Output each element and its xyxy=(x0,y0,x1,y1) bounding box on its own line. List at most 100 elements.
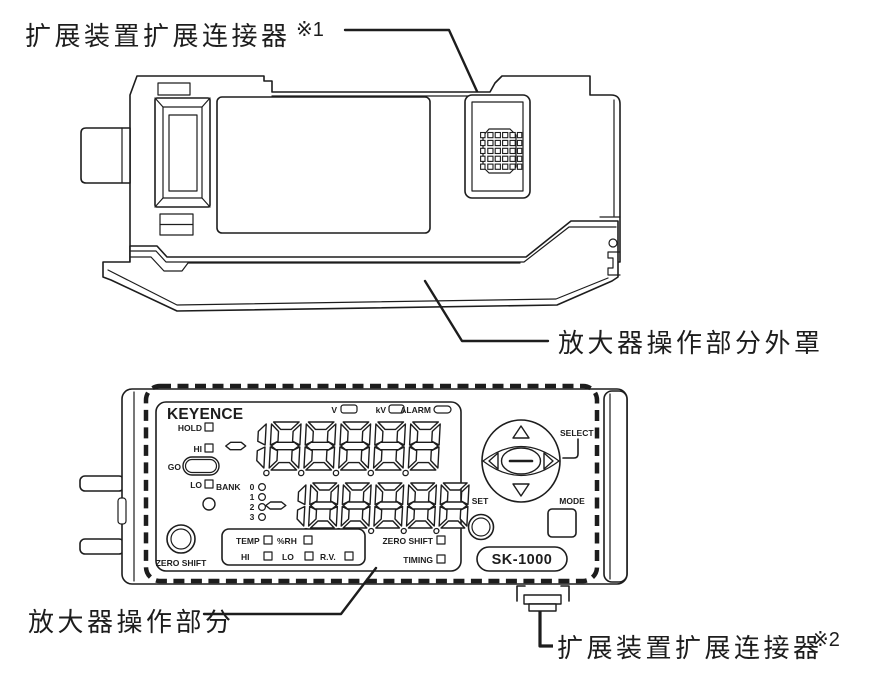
mode-label: MODE xyxy=(559,496,585,506)
env-hi-indicator-box xyxy=(263,551,273,561)
connector-pin xyxy=(480,131,486,139)
bank-3: 3 xyxy=(250,512,255,522)
unit-indicators: V kV ALARM xyxy=(331,404,452,415)
bank-1: 1 xyxy=(250,492,255,502)
connector-pin-grid xyxy=(480,131,523,170)
alarm-indicator-box xyxy=(433,405,452,414)
connector-pin xyxy=(480,147,486,155)
select-pointer-line xyxy=(562,438,579,459)
connector-tab-outer xyxy=(523,594,562,605)
label-expansion-connector-2-ref: ※2 xyxy=(812,629,840,651)
display-segment xyxy=(296,505,306,527)
leader-line-cover xyxy=(423,279,550,343)
timing-ind-label: TIMING xyxy=(403,555,433,565)
panel-screw xyxy=(202,497,216,511)
display-segment xyxy=(291,423,302,446)
hold-indicator-box xyxy=(204,422,214,432)
connector-pin xyxy=(487,139,494,147)
operation-cover xyxy=(102,220,619,312)
bank-2-lamp xyxy=(258,503,267,512)
go-indicator-inner xyxy=(184,458,218,474)
temp-indicator-box xyxy=(263,535,273,545)
display-segment xyxy=(269,423,280,446)
left-slot-inner xyxy=(168,114,198,192)
connector-pin xyxy=(480,155,486,162)
connector-pin xyxy=(502,147,509,155)
connector-pin xyxy=(509,155,516,162)
display-segment xyxy=(442,482,468,491)
connector-pin xyxy=(494,139,501,147)
connector-pin xyxy=(516,139,523,147)
cover-screw-hole xyxy=(608,238,618,248)
connector-pin xyxy=(494,163,501,170)
display-segment xyxy=(256,446,266,469)
decimal-point xyxy=(367,469,375,477)
display-segment xyxy=(297,484,307,506)
connector-pin xyxy=(480,163,486,170)
cover-foot-inner xyxy=(107,269,609,306)
display-segment xyxy=(339,461,367,471)
timing-indicator-box xyxy=(436,554,446,564)
display-segment xyxy=(342,421,370,431)
set-button-inner xyxy=(471,517,491,537)
env-hi-label: HI xyxy=(241,552,250,562)
display-segment xyxy=(409,461,437,471)
connector-pin xyxy=(509,131,516,139)
display-segment xyxy=(412,421,440,431)
zero-shift-ind-label: ZERO SHIFT xyxy=(382,536,433,546)
hold-label: HOLD xyxy=(178,423,202,433)
display-segment xyxy=(257,423,267,446)
arrow-left-icon xyxy=(488,452,499,470)
connector-pin xyxy=(502,163,509,170)
v-indicator-box xyxy=(340,404,358,414)
decimal-point xyxy=(433,527,440,535)
side-knob xyxy=(80,127,131,184)
display-segment xyxy=(270,441,300,451)
display-segment xyxy=(341,484,351,506)
decimal-point xyxy=(400,527,407,535)
display-segment xyxy=(408,423,419,446)
connector-pin xyxy=(480,139,486,147)
display-segment xyxy=(362,484,372,506)
connector-pin xyxy=(502,155,509,162)
display-segment xyxy=(431,423,441,446)
label-expansion-connector-2: 扩展装置扩展连接器 xyxy=(557,633,823,663)
decimal-point xyxy=(332,469,340,477)
expansion-connector-bottom xyxy=(516,585,570,612)
display-segment xyxy=(439,484,449,506)
display-segment xyxy=(377,421,405,431)
mount-pin-lower xyxy=(79,538,125,555)
display-segment xyxy=(375,441,404,451)
display-segment xyxy=(270,461,298,471)
center-recess xyxy=(216,96,431,234)
display-segment xyxy=(395,484,405,506)
bank-1-lamp xyxy=(258,493,267,502)
display-segment xyxy=(374,423,384,446)
rv-indicator-box xyxy=(344,551,354,561)
display-segment xyxy=(342,520,368,529)
display-segment xyxy=(361,423,372,446)
display-segment xyxy=(375,501,403,510)
top-device xyxy=(80,75,621,312)
connector-bracket-right xyxy=(560,585,570,602)
display-segment xyxy=(375,520,401,529)
display-segment xyxy=(304,423,315,446)
connector-pin xyxy=(516,163,523,170)
display-segment xyxy=(225,441,247,451)
model-label: SK-1000 xyxy=(492,552,553,568)
display-segment xyxy=(309,484,319,506)
leader-line-connector-2 xyxy=(538,611,553,648)
left-edge-notch xyxy=(117,497,127,525)
display-segment xyxy=(440,520,466,529)
set-label: SET xyxy=(472,496,489,506)
label-expansion-connector-1-ref: ※1 xyxy=(296,19,324,41)
env-lo-label: LO xyxy=(282,552,294,562)
display-segment xyxy=(305,441,335,451)
label-operation: 放大器操作部分 xyxy=(28,607,235,637)
rv-label: R.V. xyxy=(320,552,336,562)
model-badge xyxy=(476,546,568,572)
lower-display xyxy=(265,482,470,535)
connector-pin xyxy=(509,139,516,147)
